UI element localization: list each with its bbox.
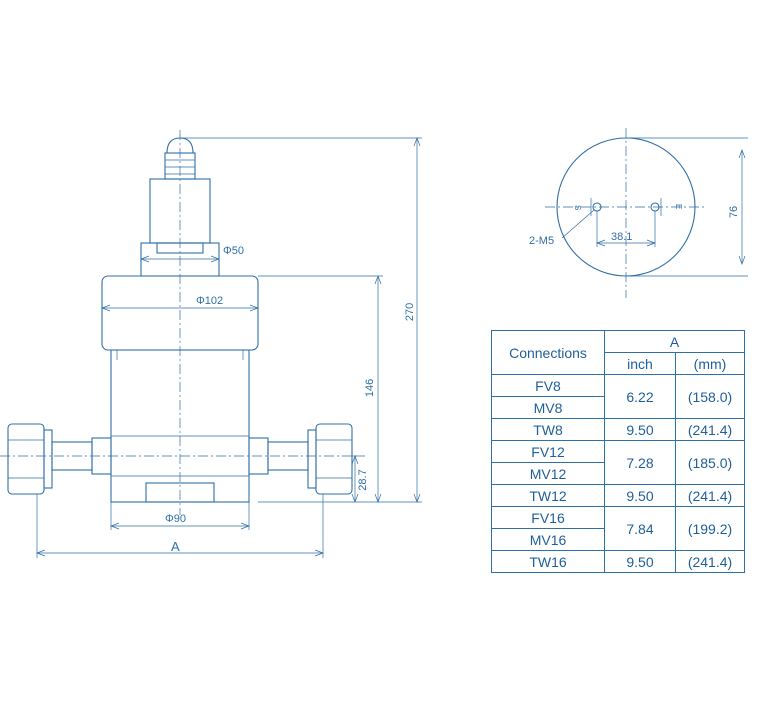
connection-name: TW12 xyxy=(491,484,605,507)
connection-name: TW8 xyxy=(491,418,605,441)
value-mm: (241.4) xyxy=(675,418,745,441)
header-a: A xyxy=(604,330,745,353)
top-view: S E 76 38.1 2-M5 xyxy=(529,128,748,298)
left-nut xyxy=(7,423,45,495)
value-inch: 6.22 xyxy=(604,374,676,419)
dim-port-height: 28.7 xyxy=(357,469,369,490)
hole-label: 2-M5 xyxy=(529,235,554,247)
dim-total-height: 270 xyxy=(404,303,416,321)
right-nut-rim xyxy=(307,429,317,489)
body-base-recess xyxy=(145,482,215,503)
header-inch: inch xyxy=(604,352,676,375)
connection-name: MV12 xyxy=(491,462,605,485)
value-mm: (185.0) xyxy=(675,440,745,485)
value-inch: 9.50 xyxy=(604,418,676,441)
connection-name: MV16 xyxy=(491,528,605,551)
table-subheader-row: inch (mm) xyxy=(492,352,745,375)
table-row: MV12 xyxy=(491,462,745,485)
left-nut-rim xyxy=(43,429,53,489)
dim-hole-spacing: 38.1 xyxy=(611,231,632,243)
connection-name: TW16 xyxy=(491,550,605,573)
header-connections: Connections xyxy=(491,330,605,375)
connection-name: FV12 xyxy=(491,440,605,463)
value-mm: (241.4) xyxy=(675,550,745,573)
dim-length-a: A xyxy=(171,539,180,554)
dim-body-height: 146 xyxy=(364,379,376,397)
value-inch: 7.84 xyxy=(604,506,676,551)
value-inch: 9.50 xyxy=(604,550,676,573)
right-nut xyxy=(315,423,353,495)
svg-text:E: E xyxy=(674,204,683,209)
dim-top-diameter: 76 xyxy=(728,206,740,218)
connection-name: MV8 xyxy=(491,396,605,419)
dim-flange-diameter: Φ102 xyxy=(196,295,223,307)
value-mm: (199.2) xyxy=(675,506,745,551)
front-view: 270 146 28.7 Φ50 Φ102 Φ90 xyxy=(0,130,422,558)
svg-text:S: S xyxy=(573,205,582,210)
connection-name: FV8 xyxy=(491,374,605,397)
header-mm: (mm) xyxy=(675,352,745,375)
connection-name: FV16 xyxy=(491,506,605,529)
value-mm: (241.4) xyxy=(675,484,745,507)
table-header-row: Connections A xyxy=(491,330,745,375)
dim-cap-diameter: Φ50 xyxy=(223,245,244,257)
value-inch: 9.50 xyxy=(604,484,676,507)
value-inch: 7.28 xyxy=(604,440,676,485)
value-mm: (158.0) xyxy=(675,374,745,419)
dim-body-diameter: Φ90 xyxy=(165,513,186,525)
